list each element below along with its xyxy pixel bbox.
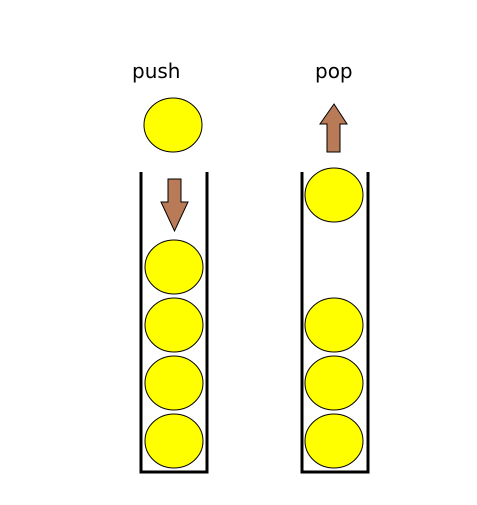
push-label: push xyxy=(132,59,180,83)
down-arrow-icon xyxy=(160,178,189,233)
push-stack-ball-1 xyxy=(144,239,204,295)
pop-stack-ball-1 xyxy=(304,297,364,353)
incoming-ball xyxy=(143,97,203,153)
pop-group: pop xyxy=(300,59,370,474)
push-stack-ball-3 xyxy=(144,355,204,411)
pop-stack-ball-3 xyxy=(304,413,364,469)
push-stack-ball-4 xyxy=(144,413,204,469)
up-arrow-icon xyxy=(319,103,348,153)
push-group: push xyxy=(132,59,209,474)
push-container xyxy=(139,172,209,474)
pop-stack-ball-2 xyxy=(304,355,364,411)
pop-container xyxy=(300,172,370,474)
pop-leaving-ball xyxy=(304,167,364,223)
push-stack-ball-2 xyxy=(144,297,204,353)
pop-label: pop xyxy=(315,59,353,83)
